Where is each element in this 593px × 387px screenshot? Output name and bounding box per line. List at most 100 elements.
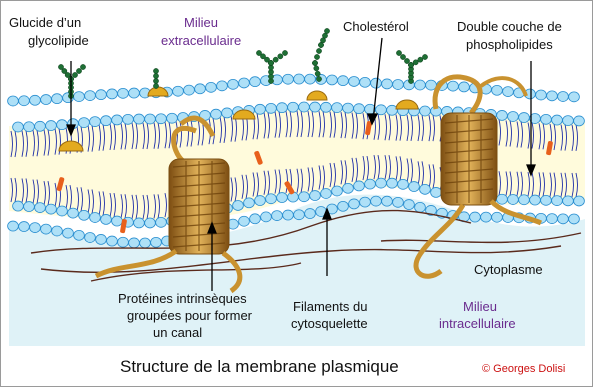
phospholipid-head	[492, 85, 503, 95]
phospholipid-head	[354, 181, 365, 191]
phospholipid-head	[305, 74, 316, 84]
phospholipid-head	[96, 234, 107, 244]
phospholipid-head	[387, 105, 398, 115]
phospholipid-head	[541, 195, 552, 205]
label-intracellular-line1: Milieu	[463, 299, 497, 314]
sugar-bead	[322, 33, 327, 38]
label-cholesterol: Cholestérol	[343, 19, 409, 34]
phospholipid-head	[283, 74, 294, 84]
sugar-bead	[153, 68, 158, 73]
phospholipid-head	[393, 197, 404, 207]
phospholipid-head	[79, 118, 90, 128]
phospholipid-head	[497, 110, 508, 120]
phospholipid-head	[404, 200, 415, 210]
phospholipid-head	[266, 194, 277, 204]
phospholipid-head	[574, 116, 585, 126]
phospholipid-head	[156, 217, 167, 227]
sugar-bead	[320, 38, 325, 43]
phospholipid-head	[101, 214, 112, 224]
sugar-bead	[315, 71, 320, 76]
sugar-bead	[282, 50, 287, 55]
sugar-bead	[318, 42, 323, 47]
phospholipid-head	[112, 216, 123, 226]
phospholipid-head	[255, 196, 266, 206]
phospholipid-head	[173, 86, 184, 96]
phospholipid-head	[332, 186, 343, 196]
phospholipid-head	[382, 196, 393, 206]
phospholipid-head	[376, 178, 387, 188]
sugar-bead	[316, 48, 321, 53]
phospholipid-head	[558, 92, 569, 102]
phospholipid-head	[519, 195, 530, 205]
phospholipid-head	[415, 202, 426, 212]
label-glycolipid-line2: glycolipide	[28, 33, 89, 48]
sugar-bead	[268, 60, 273, 65]
phospholipid-head	[321, 102, 332, 112]
phospholipid-head	[244, 198, 255, 208]
phospholipid-head	[272, 211, 283, 221]
phospholipid-head	[134, 114, 145, 124]
label-proteins-line1: Protéines intrinsèques	[118, 291, 247, 306]
phospholipid-head	[431, 187, 442, 197]
phospholipid-head	[519, 113, 530, 123]
phospholipid-head	[349, 199, 360, 209]
phospholipid-head	[299, 102, 310, 112]
phospholipid-head	[151, 237, 162, 247]
sugar-bead	[314, 66, 319, 71]
phospholipid-head	[156, 114, 167, 124]
phospholipid-head	[409, 182, 420, 192]
phospholipid-head	[310, 191, 321, 201]
phospholipid-head	[30, 95, 41, 105]
phospholipid-head	[283, 210, 294, 220]
phospholipid-head	[46, 204, 57, 214]
phospholipid-head	[448, 81, 459, 91]
phospholipid-head	[387, 178, 398, 188]
phospholipid-head	[354, 104, 365, 114]
phospholipid-head	[24, 122, 35, 132]
phospholipid-head	[266, 103, 277, 113]
phospholipid-head	[508, 112, 519, 122]
phospholipid-head	[79, 210, 90, 220]
sugar-bead	[256, 50, 261, 55]
phospholipid-head	[536, 90, 547, 100]
phospholipid-head	[46, 121, 57, 131]
phospholipid-head	[349, 76, 360, 86]
phospholipid-head	[563, 196, 574, 206]
phospholipid-head	[145, 218, 156, 228]
phospholipid-head	[250, 77, 261, 87]
phospholipid-head	[365, 179, 376, 189]
phospholipid-head	[239, 216, 250, 226]
phospholipid-head	[288, 102, 299, 112]
label-extracellular-line2: extracellulaire	[161, 33, 241, 48]
phospholipid-head	[470, 212, 481, 222]
sugar-bead	[422, 54, 427, 59]
sugar-bead	[312, 60, 317, 65]
phospholipid-head	[35, 203, 46, 213]
phospholipid-head	[63, 228, 74, 238]
phospholipid-head	[420, 106, 431, 116]
phospholipid-head	[547, 214, 558, 224]
label-glycolipid-line1: Glucide d’un	[9, 15, 81, 30]
phospholipid-head	[129, 88, 140, 98]
sugar-bead	[418, 57, 423, 62]
phospholipid-head	[68, 208, 79, 218]
diagram-title: Structure de la membrane plasmique	[120, 357, 399, 376]
sugar-bead	[153, 83, 158, 88]
phospholipid-head	[19, 222, 30, 232]
phospholipid-head	[508, 195, 519, 205]
phospholipid-head	[360, 77, 371, 87]
phospholipid-head	[57, 120, 68, 130]
sugar-bead	[324, 28, 329, 33]
phospholipid-head	[107, 89, 118, 99]
phospholipid-head	[343, 183, 354, 193]
phospholipid-head	[497, 194, 508, 204]
phospholipid-head	[569, 92, 580, 102]
phospholipid-head	[184, 85, 195, 95]
phospholipid-head	[35, 121, 46, 131]
label-cytoplasm: Cytoplasme	[474, 262, 543, 277]
label-bilayer-line1: Double couche de	[457, 19, 562, 34]
sugar-bead	[278, 54, 283, 59]
phospholipid-head	[398, 179, 409, 189]
phospholipid-head	[255, 104, 266, 114]
